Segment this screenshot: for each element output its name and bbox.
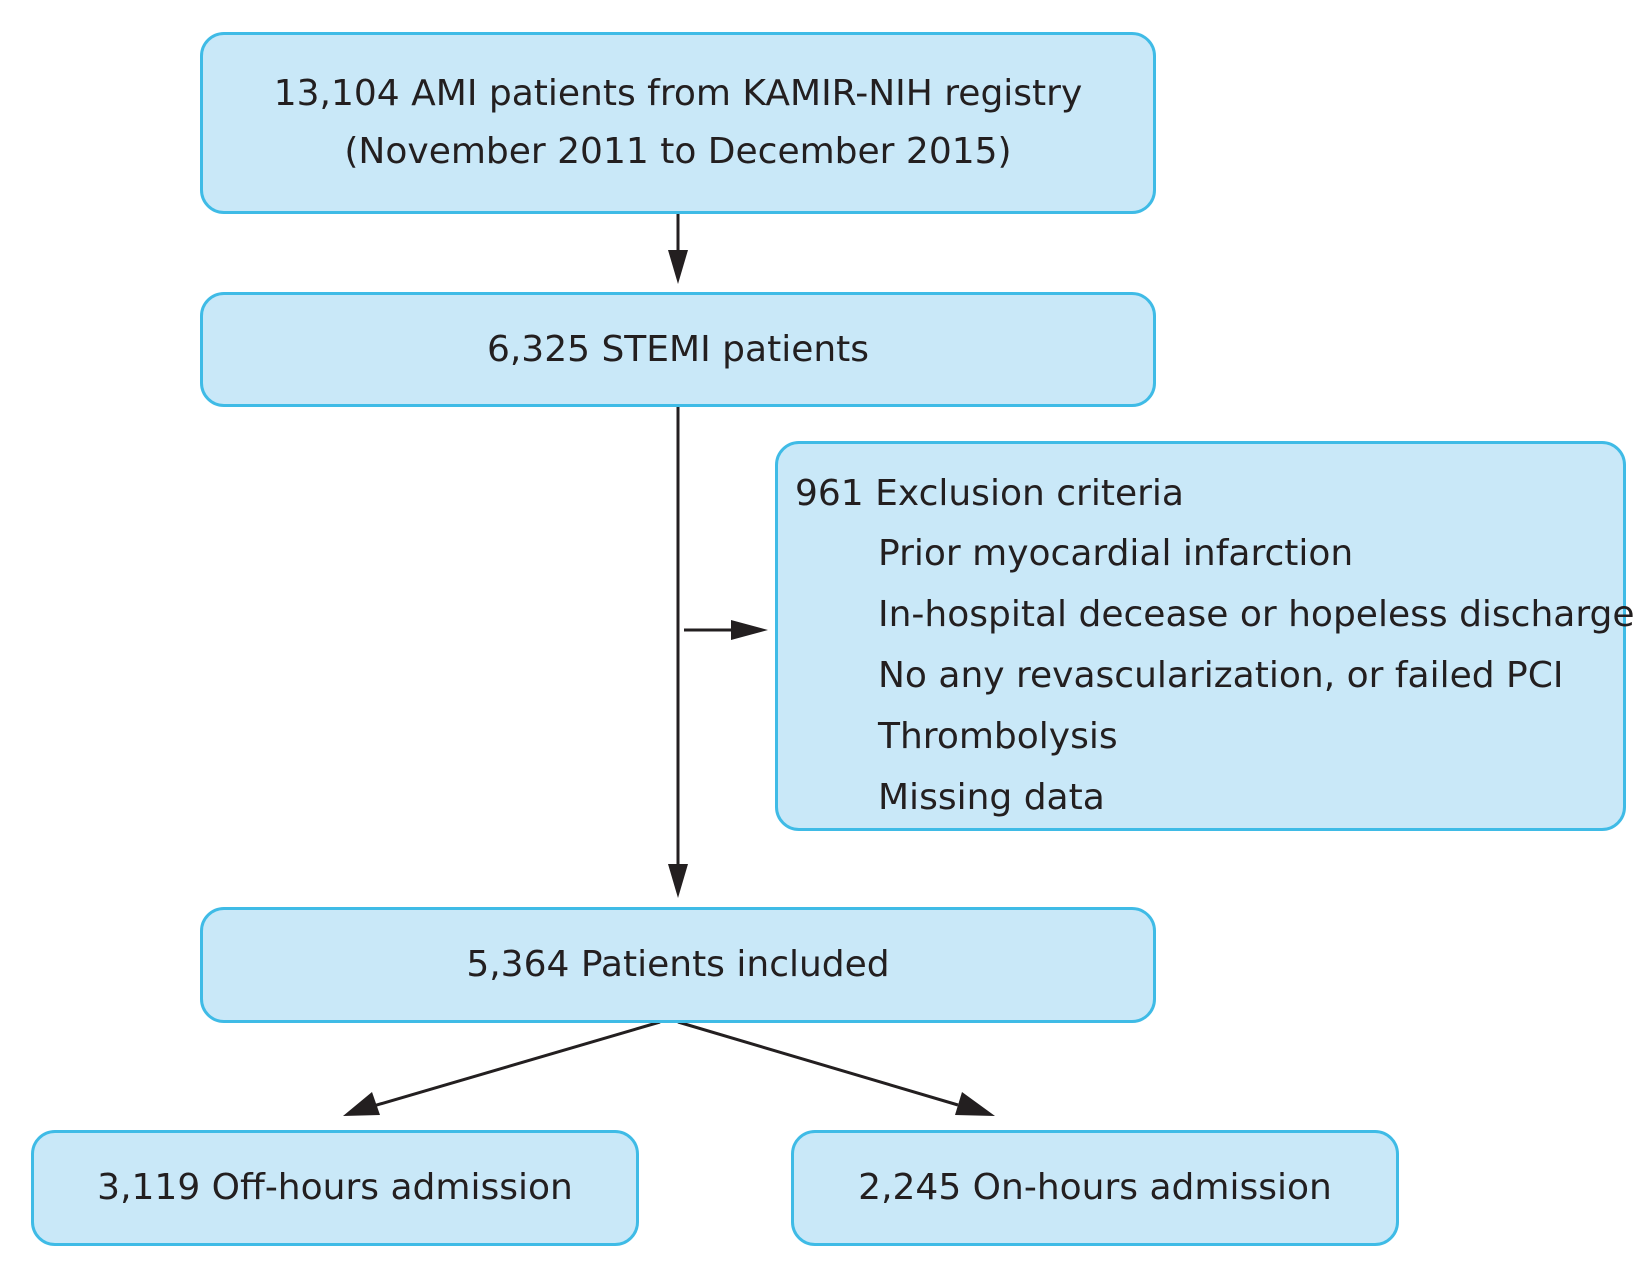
exclusion-item: Thrombolysis — [878, 716, 1118, 757]
included-box: 5,364 Patients included — [200, 907, 1156, 1023]
included-label: 5,364 Patients included — [466, 944, 890, 985]
exclusion-title: 961 Exclusion criteria — [795, 473, 1184, 514]
stemi-box: 6,325 STEMI patients — [200, 292, 1156, 407]
on-hours-box: 2,245 On-hours admission — [791, 1130, 1399, 1246]
stemi-label: 6,325 STEMI patients — [486, 328, 870, 370]
arrowhead-included — [668, 864, 688, 898]
exclusion-item: In-hospital decease or hopeless discharg… — [878, 594, 1635, 635]
arrow-to-on-hours — [677, 1020, 959, 1107]
exclusion-box: 961 Exclusion criteria Prior myocardial … — [775, 441, 1635, 831]
registry-line1: 13,104 AMI patients from KAMIR-NIH regis… — [273, 73, 1083, 114]
registry-box: 13,104 AMI patients from KAMIR-NIH regis… — [200, 32, 1156, 214]
arrowhead-exclusion — [731, 620, 768, 640]
off-hours-box: 3,119 Off-hours admission — [31, 1130, 639, 1246]
arrowhead-stemi — [668, 250, 688, 284]
arrowhead-off-hours — [343, 1092, 380, 1116]
off-hours-label: 3,119 Off-hours admission — [97, 1167, 573, 1208]
exclusion-item: Missing data — [878, 777, 1105, 818]
registry-line2: (November 2011 to December 2015) — [344, 131, 1012, 172]
exclusion-item: Prior myocardial infarction — [878, 533, 1354, 574]
arrowhead-on-hours — [955, 1092, 995, 1116]
on-hours-label: 2,245 On-hours admission — [858, 1167, 1332, 1208]
exclusion-item: No any revascularization, or failed PCI — [878, 655, 1564, 696]
arrow-to-off-hours — [369, 1020, 661, 1109]
exclusion-list: Prior myocardial infarction In-hospital … — [795, 523, 1635, 828]
